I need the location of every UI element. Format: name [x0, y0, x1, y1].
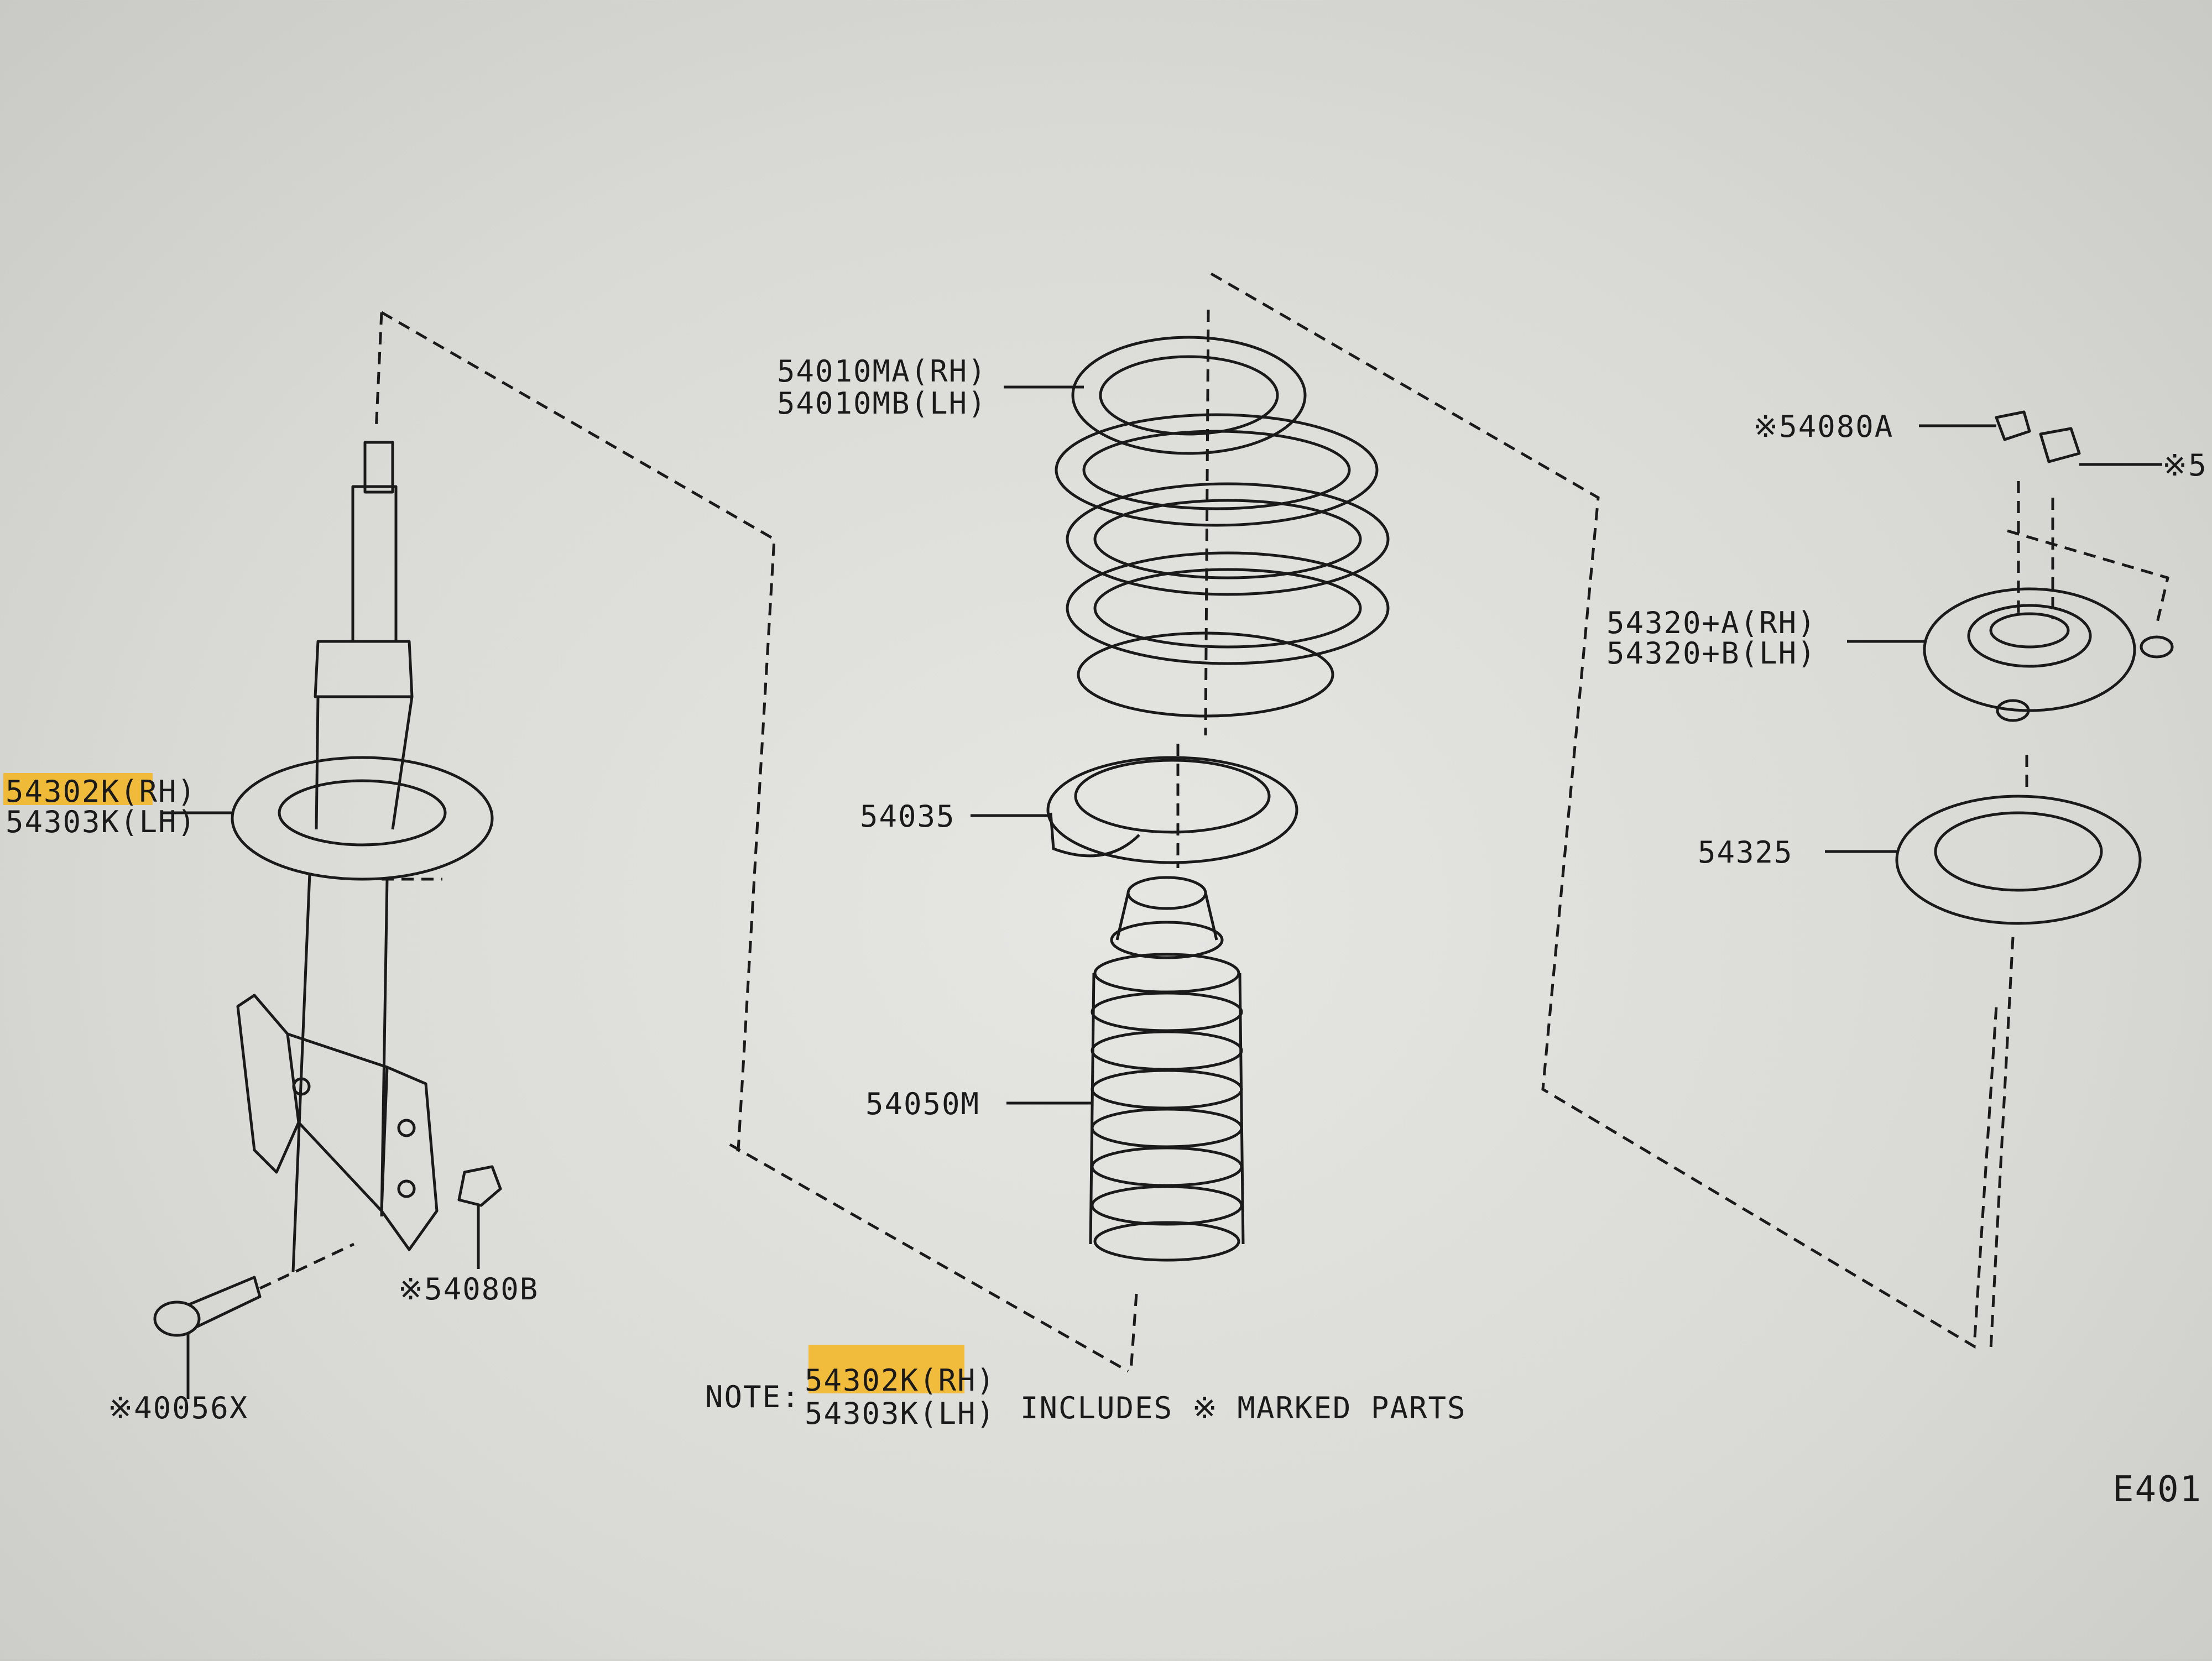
- label-spring-rh: 54010MA(RH): [777, 354, 987, 389]
- coil-spring: [1055, 309, 1390, 736]
- label-nut-cut: ※5: [2162, 448, 2208, 483]
- label-bolt: ※40056X: [108, 1391, 248, 1425]
- figure-code: E401: [2112, 1469, 2202, 1510]
- label-bump-stop: 54050M: [865, 1087, 980, 1121]
- bump-stop-boot: [1089, 876, 1245, 1372]
- left-assembly-boundary: [374, 311, 1129, 1373]
- label-bearing: 54325: [1698, 835, 1793, 870]
- upper-strut-mount: [1923, 481, 2174, 722]
- bolt-40056x: [153, 1242, 355, 1399]
- strut-assembly: [231, 441, 494, 1272]
- nut-54080b: [457, 1165, 502, 1269]
- label-spring-lh: 54010MB(LH): [777, 386, 987, 421]
- spring-seat: [1046, 744, 1298, 868]
- label-strut-lh: 54303K(LH): [6, 805, 196, 839]
- center-assembly-boundary: [1210, 272, 1998, 1349]
- label-nut-b: ※54080B: [398, 1272, 539, 1307]
- note-part-rh: 54302K(RH): [805, 1363, 995, 1398]
- label-strut-rh: 54302K(RH): [6, 774, 196, 809]
- label-mount-lh: 54320+B(LH): [1606, 636, 1817, 671]
- note-part-lh: 54303K(LH): [805, 1396, 995, 1431]
- note-prefix: NOTE:: [705, 1380, 801, 1414]
- strut-bearing: [1895, 755, 2142, 1350]
- label-nut-a: ※54080A: [1753, 409, 1893, 444]
- label-spring-seat: 54035: [860, 799, 956, 834]
- note-suffix: INCLUDES ※ MARKED PARTS: [1020, 1391, 1466, 1425]
- note-label-highlight: [808, 1345, 964, 1393]
- strut-label-highlight: [3, 773, 153, 805]
- right-assembly-boundary: [2007, 529, 2169, 625]
- nut-54080a: [1995, 410, 2081, 463]
- label-mount-rh: 54320+A(RH): [1606, 605, 1817, 640]
